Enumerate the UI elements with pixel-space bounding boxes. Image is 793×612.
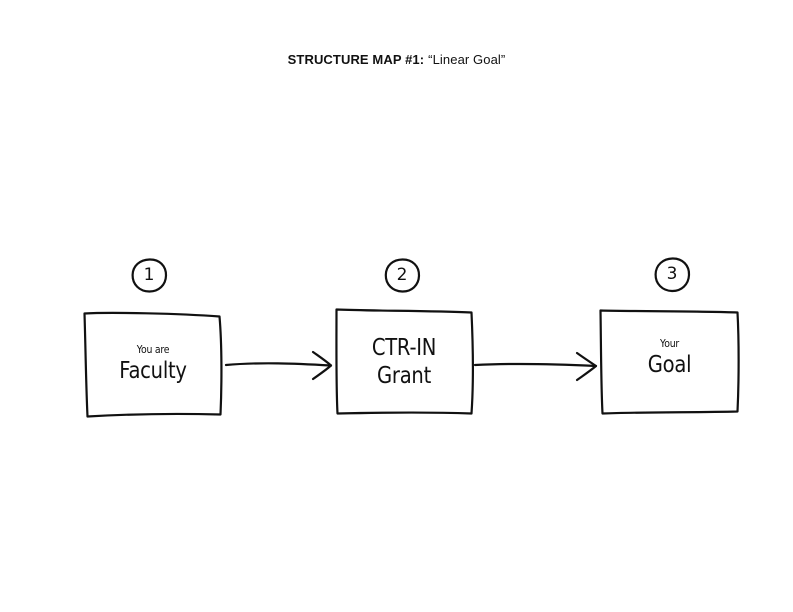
step-3-text: Your Goal: [602, 337, 737, 379]
arrow-1-head: [311, 350, 333, 381]
step-3-box: [599, 309, 740, 415]
step-2-circle: [384, 258, 421, 293]
step-2-box: [335, 308, 474, 415]
step-2-number: 2: [396, 265, 408, 285]
step-3-small-label: Your: [660, 337, 679, 350]
step-3-circle: [654, 257, 691, 293]
step-1-box: [83, 311, 223, 418]
arrow-2-head: [575, 351, 598, 382]
step-1-big-label: Faculty: [119, 358, 187, 384]
step-3-big-label: Goal: [647, 352, 692, 378]
diagram-title: STRUCTURE MAP #1:“Linear Goal”: [0, 52, 793, 67]
title-label: STRUCTURE MAP #1:: [287, 52, 425, 67]
step-3-number: 3: [666, 264, 678, 284]
step-2-text: CTR-IN Grant: [337, 334, 471, 390]
step-1-number: 1: [143, 265, 155, 285]
arrow-1-shaft: [224, 362, 333, 367]
step-1-text: You are Faculty: [86, 343, 220, 385]
arrow-2-shaft: [473, 362, 598, 368]
step-1-circle: [131, 258, 168, 293]
step-1-small-label: You are: [136, 343, 170, 356]
step-2-big-label-line2: Grant: [377, 363, 431, 389]
title-name: “Linear Goal”: [428, 52, 506, 67]
step-2-big-label-line1: CTR-IN: [371, 335, 437, 361]
